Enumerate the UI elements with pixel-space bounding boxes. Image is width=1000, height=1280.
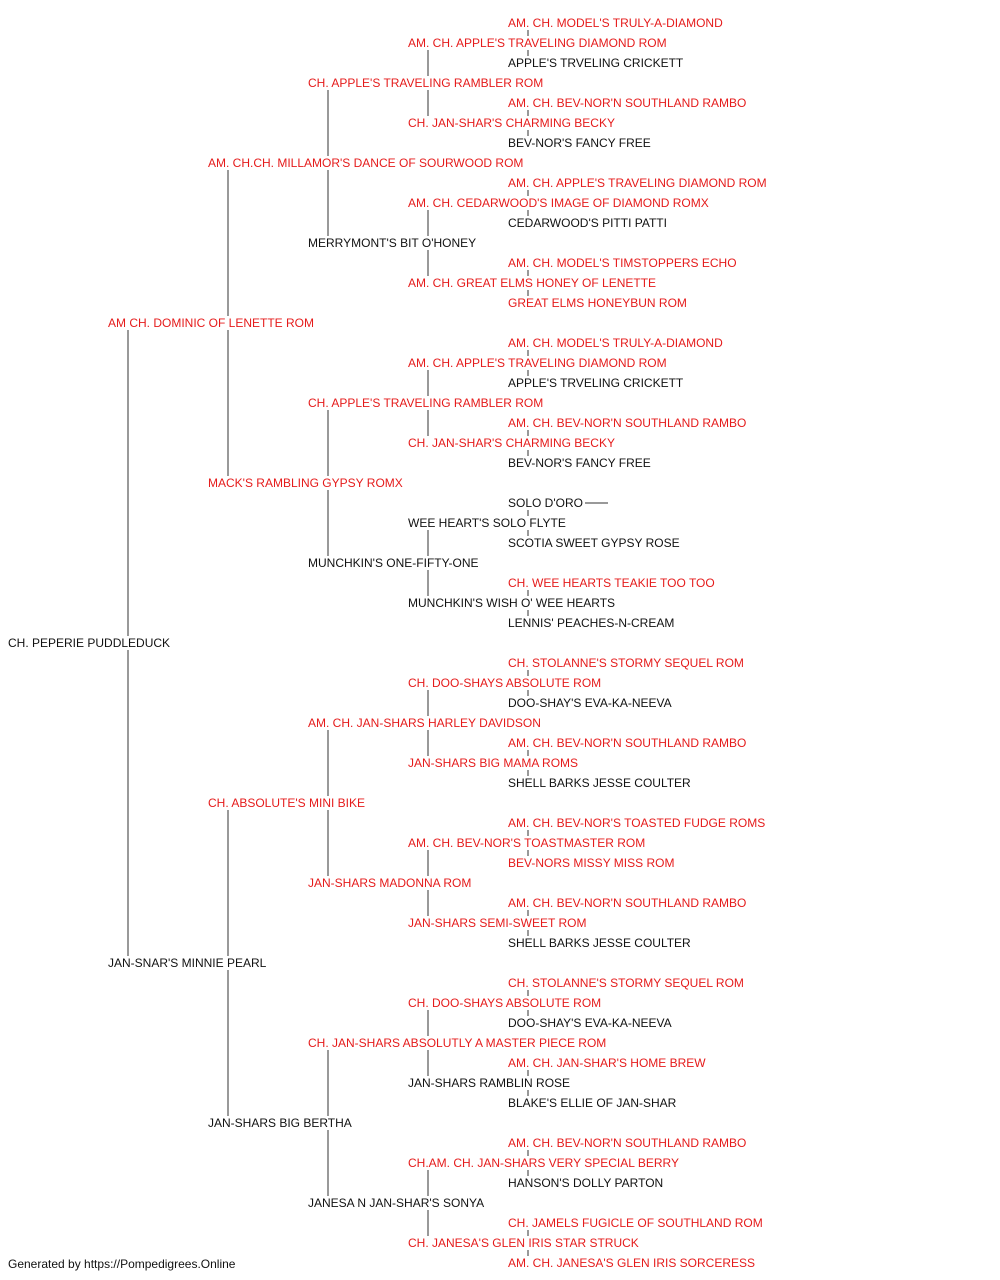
pedigree-name: AM. CH. BEV-NOR'N SOUTHLAND RAMBO — [508, 416, 749, 430]
pedigree-name: CH. JAN-SHAR'S CHARMING BECKY — [408, 116, 617, 130]
pedigree-name: CH. JAN-SHARS ABSOLUTLY A MASTER PIECE R… — [308, 1036, 609, 1050]
pedigree-name: CH. STOLANNE'S STORMY SEQUEL ROM — [508, 976, 746, 990]
pedigree-name: AM. CH.CH. MILLAMOR'S DANCE OF SOURWOOD … — [208, 156, 526, 170]
pedigree-name: APPLE'S TRVELING CRICKETT — [508, 376, 686, 390]
pedigree-name: CH. DOO-SHAYS ABSOLUTE ROM — [408, 676, 604, 690]
pedigree-name: AM. CH. GREAT ELMS HONEY OF LENETTE — [408, 276, 659, 290]
pedigree-name: WEE HEART'S SOLO FLYTE — [408, 516, 568, 530]
pedigree-name: JANESA N JAN-SHAR'S SONYA — [308, 1196, 487, 1210]
pedigree-name: MERRYMONT'S BIT O'HONEY — [308, 236, 479, 250]
pedigree-name: SOLO D'ORO — [508, 496, 585, 510]
pedigree-name: DOO-SHAY'S EVA-KA-NEEVA — [508, 1016, 674, 1030]
pedigree-name: MACK'S RAMBLING GYPSY ROMX — [208, 476, 405, 490]
pedigree-name: AM. CH. BEV-NOR'N SOUTHLAND RAMBO — [508, 896, 749, 910]
pedigree-name: CH. JANESA'S GLEN IRIS STAR STRUCK — [408, 1236, 641, 1250]
pedigree-name: AM. CH. BEV-NOR'S TOASTED FUDGE ROMS — [508, 816, 768, 830]
pedigree-name: AM. CH. APPLE'S TRAVELING DIAMOND ROM — [408, 36, 669, 50]
pedigree-name: BEV-NORS MISSY MISS ROM — [508, 856, 677, 870]
pedigree-name: LENNIS' PEACHES-N-CREAM — [508, 616, 677, 630]
pedigree-name: CH. APPLE'S TRAVELING RAMBLER ROM — [308, 396, 546, 410]
pedigree-name: AM. CH. BEV-NOR'N SOUTHLAND RAMBO — [508, 96, 749, 110]
pedigree-name: AM. CH. APPLE'S TRAVELING DIAMOND ROM — [408, 356, 669, 370]
pedigree-name: AM. CH. JAN-SHARS HARLEY DAVIDSON — [308, 716, 543, 730]
pedigree-name: AM. CH. JAN-SHAR'S HOME BREW — [508, 1056, 708, 1070]
pedigree-name: CH. APPLE'S TRAVELING RAMBLER ROM — [308, 76, 546, 90]
pedigree-name: CH.AM. CH. JAN-SHARS VERY SPECIAL BERRY — [408, 1156, 681, 1170]
pedigree-name: CH. PEPERIE PUDDLEDUCK — [8, 636, 173, 650]
pedigree-name: JAN-SHARS BIG MAMA ROMS — [408, 756, 581, 770]
pedigree-name: DOO-SHAY'S EVA-KA-NEEVA — [508, 696, 674, 710]
pedigree-name: AM. CH. MODEL'S TIMSTOPPERS ECHO — [508, 256, 739, 270]
pedigree-name: AM. CH. BEV-NOR'S TOASTMASTER ROM — [408, 836, 648, 850]
generated-by-footer: Generated by https://Pompedigrees.Online — [8, 1257, 236, 1271]
pedigree-name: MUNCHKIN'S WISH O' WEE HEARTS — [408, 596, 618, 610]
pedigree-name: HANSON'S DOLLY PARTON — [508, 1176, 666, 1190]
pedigree-name: GREAT ELMS HONEYBUN ROM — [508, 296, 689, 310]
pedigree-name: MUNCHKIN'S ONE-FIFTY-ONE — [308, 556, 481, 570]
pedigree-name: BEV-NOR'S FANCY FREE — [508, 136, 653, 150]
pedigree-name: JAN-SHARS SEMI-SWEET ROM — [408, 916, 589, 930]
pedigree-name: AM. CH. JANESA'S GLEN IRIS SORCERESS — [508, 1256, 758, 1270]
pedigree-name: APPLE'S TRVELING CRICKETT — [508, 56, 686, 70]
pedigree-name: CH. WEE HEARTS TEAKIE TOO TOO — [508, 576, 717, 590]
pedigree-name: JAN-SHARS RAMBLIN ROSE — [408, 1076, 573, 1090]
pedigree-name: SHELL BARKS JESSE COULTER — [508, 776, 693, 790]
pedigree-name: JAN-SHARS MADONNA ROM — [308, 876, 474, 890]
pedigree-name: CH. STOLANNE'S STORMY SEQUEL ROM — [508, 656, 746, 670]
pedigree-name: AM. CH. CEDARWOOD'S IMAGE OF DIAMOND ROM… — [408, 196, 711, 210]
pedigree-name: CH. DOO-SHAYS ABSOLUTE ROM — [408, 996, 604, 1010]
pedigree-name: AM. CH. MODEL'S TRULY-A-DIAMOND — [508, 16, 725, 30]
pedigree-name: SCOTIA SWEET GYPSY ROSE — [508, 536, 682, 550]
pedigree-name: CEDARWOOD'S PITTI PATTI — [508, 216, 669, 230]
pedigree-name: BLAKE'S ELLIE OF JAN-SHAR — [508, 1096, 679, 1110]
pedigree-name: BEV-NOR'S FANCY FREE — [508, 456, 653, 470]
pedigree-name: AM. CH. BEV-NOR'N SOUTHLAND RAMBO — [508, 736, 749, 750]
pedigree-name: JAN-SNAR'S MINNIE PEARL — [108, 956, 269, 970]
pedigree-name: AM. CH. BEV-NOR'N SOUTHLAND RAMBO — [508, 1136, 749, 1150]
pedigree-name: AM CH. DOMINIC OF LENETTE ROM — [108, 316, 317, 330]
pedigree-name: AM. CH. MODEL'S TRULY-A-DIAMOND — [508, 336, 725, 350]
pedigree-name: CH. JAMELS FUGICLE OF SOUTHLAND ROM — [508, 1216, 765, 1230]
pedigree-name: AM. CH. APPLE'S TRAVELING DIAMOND ROM — [508, 176, 769, 190]
pedigree-name: CH. ABSOLUTE'S MINI BIKE — [208, 796, 367, 810]
pedigree-name: CH. JAN-SHAR'S CHARMING BECKY — [408, 436, 617, 450]
pedigree-name: JAN-SHARS BIG BERTHA — [208, 1116, 354, 1130]
pedigree-name: SHELL BARKS JESSE COULTER — [508, 936, 693, 950]
